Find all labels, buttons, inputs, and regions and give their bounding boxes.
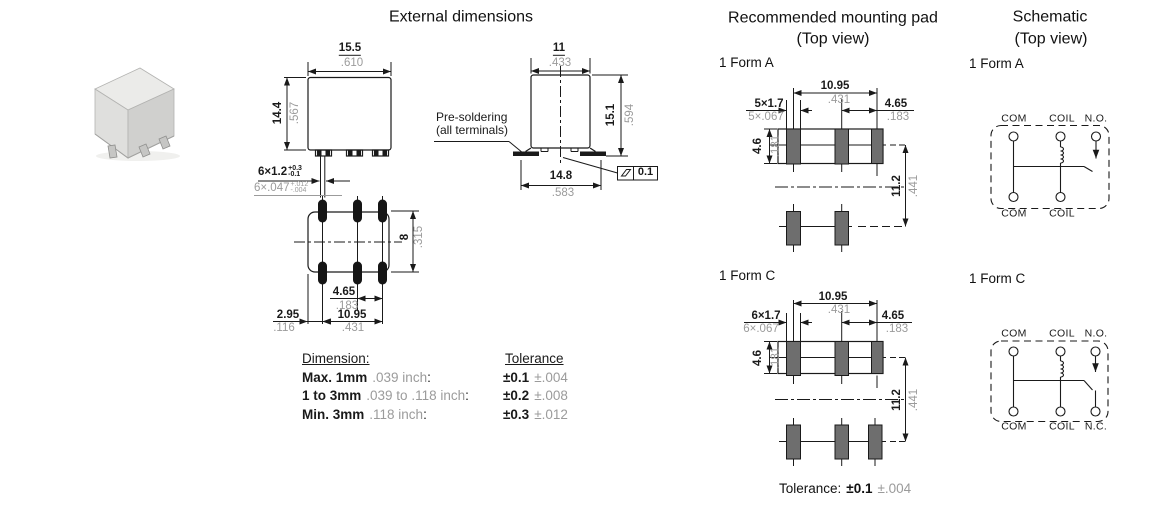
dim-terminal-in: 6×.047+.012-.004 (254, 181, 309, 194)
side-view-dimensions (434, 58, 658, 190)
terminal-label-no: N.O. (1084, 112, 1108, 125)
presolder-note-line2: (all terminals) (436, 123, 509, 137)
schematic-form-a-label: 1 Form A (969, 56, 1024, 71)
pad-c-span-in: .431 (827, 303, 851, 316)
mounting-pad-subtitle: (Top view) (796, 30, 870, 48)
schematic-form-a-drawing (990, 124, 1110, 210)
pad-a-span-in: .431 (827, 93, 851, 106)
side-view-drawing (513, 66, 606, 164)
flatness-parallelogram-icon (620, 169, 632, 177)
pad-c-pitch-mm: 4.65 (881, 309, 905, 322)
mounting-tolerance-note: Tolerance:±0.1±.004 (779, 481, 912, 496)
pad-a-span-mm: 10.95 (820, 79, 850, 92)
dim-front-width-mm: 15.5 (338, 42, 362, 57)
terminal-label-com: COM (1001, 206, 1027, 219)
table-tolerance-header: Tolerance (505, 351, 564, 366)
pad-a-row-mm: 11.2 (890, 174, 903, 197)
terminal-label-nc: N.C. (1084, 420, 1108, 433)
table-dimension-header: Dimension: (302, 351, 370, 366)
dim-terminal-mm: 6×1.2+0.3-0.1 (258, 165, 302, 178)
terminal-label-coil: COIL (1049, 112, 1075, 125)
pad-c-row-mm: 11.2 (890, 388, 903, 411)
table-row-tolerance: ±0.1±.004 (503, 369, 568, 385)
dim-bottom-pitch-in: .183 (335, 299, 359, 312)
dim-bottom-span-mm: 10.95 (337, 308, 367, 321)
coil-symbol (1060, 360, 1064, 378)
dim-front-height-in: .567 (288, 101, 301, 125)
coil-symbol (1060, 146, 1064, 164)
relay-terminals (107, 135, 171, 159)
mounting-pad-form-c-drawing (744, 300, 912, 466)
solder-pads-form-a (786, 128, 884, 246)
schematic-form-c-label: 1 Form C (969, 271, 1026, 286)
relay-pins (318, 199, 387, 285)
front-view-drawing (307, 76, 392, 198)
terminal-label-no: N.O. (1084, 327, 1108, 340)
mounting-pad-form-a-drawing (746, 88, 914, 252)
dim-side-height-mm: 15.1 (604, 103, 617, 127)
terminal-label-coil: COIL (1049, 206, 1075, 219)
table-row-dimension: Min. 3mm.118 inch: (302, 406, 427, 422)
dim-side-width-mm: 11 (552, 42, 566, 57)
front-view-dimensions (254, 62, 392, 196)
flatness-value: 0.1 (637, 166, 654, 179)
table-row-dimension: 1 to 3mm.039 to .118 inch: (302, 388, 469, 403)
dim-side-height-in: .594 (623, 103, 636, 127)
pad-a-pitch-mm: 4.65 (884, 97, 908, 110)
pad-c-span-mm: 10.95 (818, 290, 848, 303)
bottom-view-drawing (273, 196, 419, 325)
presolder-note-line1: Pre-soldering (436, 110, 508, 124)
terminal-label-com: COM (1001, 420, 1027, 433)
external-dimensions-title: External dimensions (388, 8, 534, 26)
dim-front-width-in: .610 (340, 56, 364, 69)
pad-c-pad-in: 6×.067 (743, 322, 779, 335)
table-row-tolerance: ±0.2±.008 (503, 388, 568, 403)
schematic-title: Schematic (1012, 8, 1088, 26)
schematic-subtitle: (Top view) (1014, 30, 1088, 48)
pad-a-height-in: .181 (769, 134, 782, 158)
pad-a-row-in: .441 (907, 174, 920, 197)
dim-side-width-in: .433 (548, 56, 572, 69)
pad-c-pitch-in: .183 (885, 322, 909, 335)
terminal-circles (1008, 131, 1102, 203)
pad-c-row-in: .441 (907, 388, 920, 411)
form-a-label: 1 Form A (719, 55, 774, 70)
pad-c-height-mm: 4.6 (751, 349, 764, 366)
pad-c-pad-mm: 6×1.7 (751, 309, 781, 322)
form-c-label: 1 Form C (719, 268, 776, 283)
terminal-label-com: COM (1001, 327, 1027, 340)
terminal-label-com: COM (1001, 112, 1027, 125)
pad-a-pitch-in: .183 (886, 110, 910, 123)
dim-bottom-row-mm: 8 (398, 233, 411, 241)
dim-bottom-pitch-mm: 4.65 (332, 285, 356, 298)
pad-a-pad-in: 5×.067 (748, 110, 784, 123)
table-row-dimension: Max. 1mm.039 inch: (302, 369, 431, 385)
pad-a-pad-mm: 5×1.7 (754, 97, 784, 110)
pad-c-height-in: .181 (769, 346, 782, 369)
terminal-label-coil: COIL (1049, 420, 1075, 433)
dim-bottom-edge-mm: 2.95 (276, 308, 300, 321)
terminal-label-coil: COIL (1049, 327, 1075, 340)
dim-bottom-edge-in: .116 (273, 321, 295, 334)
table-row-tolerance: ±0.3±.012 (503, 406, 568, 422)
pad-a-height-mm: 4.6 (751, 138, 764, 154)
solder-pads-form-c (786, 341, 884, 460)
mounting-pad-title: Recommended mounting pad (728, 9, 938, 27)
dim-bottom-span-in: .431 (341, 321, 365, 334)
terminal-circles (1008, 346, 1101, 417)
schematic-form-c-drawing (990, 340, 1109, 423)
relay-photo (94, 67, 180, 161)
dim-bottom-row-in: .315 (412, 225, 425, 249)
dim-side-base-in: .583 (551, 186, 575, 199)
dim-front-height-mm: 14.4 (271, 101, 284, 125)
dim-side-base-mm: 14.8 (549, 169, 573, 182)
